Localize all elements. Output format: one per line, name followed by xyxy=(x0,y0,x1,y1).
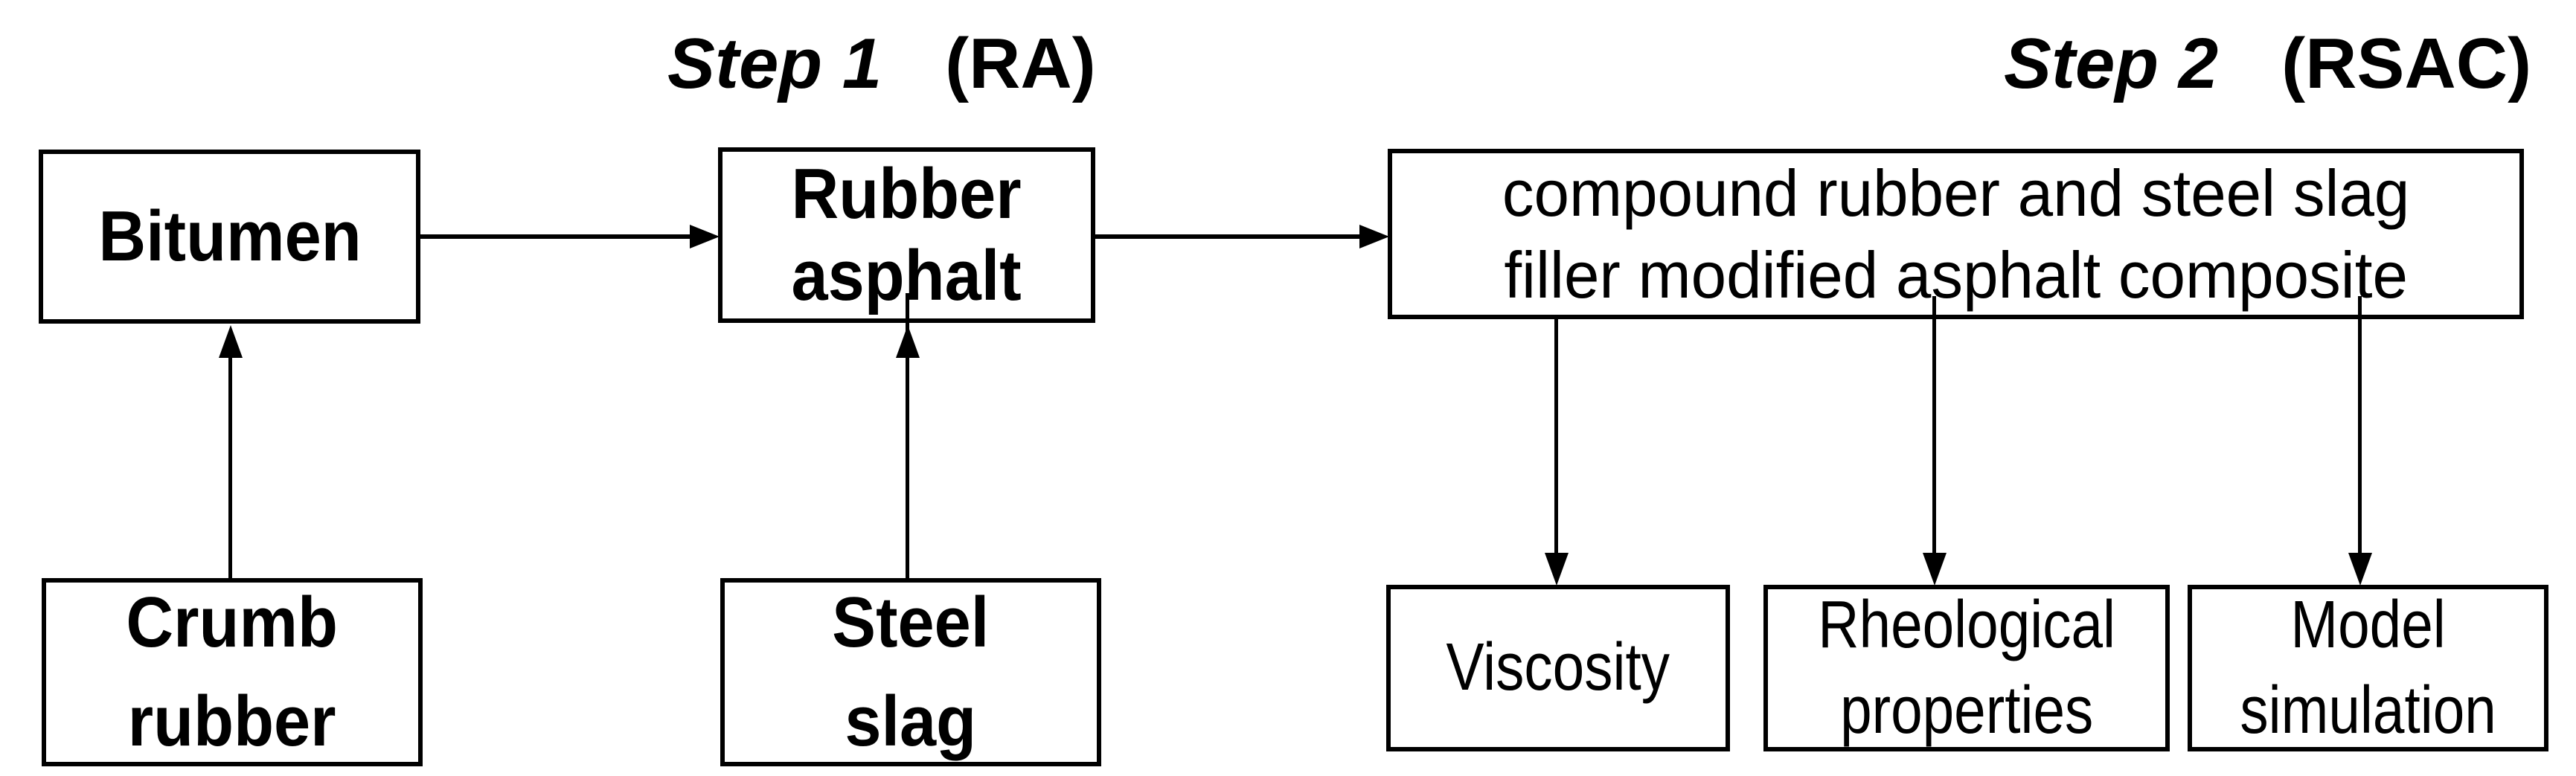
arrow-line xyxy=(1932,296,1936,560)
model-simulation-line2: simulation xyxy=(2240,673,2496,748)
compound-composite-box: compound rubber and steel slag filler mo… xyxy=(1388,149,2524,319)
arrowhead-right-icon xyxy=(690,225,720,248)
compound-composite-label: compound rubber and steel slag filler mo… xyxy=(1502,153,2410,315)
arrow-line xyxy=(2358,296,2362,560)
step2-title: Step 2 (RSAC) xyxy=(2004,21,2531,106)
steel-slag-line1: Steel xyxy=(832,583,990,663)
arrowhead-up-icon xyxy=(219,325,243,358)
arrowhead-down-icon xyxy=(2348,553,2372,586)
step1-title: Step 1 (RA) xyxy=(667,21,1096,106)
compound-composite-line1: compound rubber and steel slag xyxy=(1502,156,2410,231)
rubber-asphalt-label: Rubber asphalt xyxy=(792,153,1022,318)
rheological-properties-line1: Rheological xyxy=(1818,587,2115,662)
arrowhead-right-icon xyxy=(1359,225,1389,248)
crumb-rubber-line1: Crumb xyxy=(126,583,339,663)
crumb-rubber-line2: rubber xyxy=(128,681,336,761)
step1-label: Step 1 xyxy=(667,24,882,103)
rheological-properties-box: Rheological properties xyxy=(1763,585,2170,751)
crumb-rubber-box: Crumb rubber xyxy=(42,578,423,766)
arrow-line xyxy=(1095,234,1362,239)
steel-slag-box: Steel slag xyxy=(720,578,1101,766)
rheological-properties-label: Rheological properties xyxy=(1818,583,2115,754)
bitumen-box: Bitumen xyxy=(39,150,420,324)
arrow-line xyxy=(420,234,692,239)
viscosity-box: Viscosity xyxy=(1386,585,1730,751)
rheological-properties-line2: properties xyxy=(1839,673,2094,748)
model-simulation-label: Model simulation xyxy=(2240,583,2496,754)
steel-slag-line2: slag xyxy=(845,681,977,761)
arrow-line xyxy=(906,293,909,578)
bitumen-label: Bitumen xyxy=(97,196,362,276)
compound-composite-line2: filler modified asphalt composite xyxy=(1504,237,2408,312)
step2-abbreviation: (RSAC) xyxy=(2281,24,2532,103)
arrowhead-up-icon xyxy=(896,325,920,358)
model-simulation-box: Model simulation xyxy=(2188,585,2548,751)
arrowhead-down-icon xyxy=(1923,553,1947,586)
step1-abbreviation: (RA) xyxy=(945,24,1096,103)
steel-slag-label: Steel slag xyxy=(832,574,989,771)
step2-label: Step 2 xyxy=(2004,24,2219,103)
arrowhead-down-icon xyxy=(1545,553,1569,586)
rubber-asphalt-line1: Rubber xyxy=(791,153,1022,234)
crumb-rubber-label: Crumb rubber xyxy=(126,574,339,771)
arrow-line xyxy=(1554,318,1558,563)
viscosity-label: Viscosity xyxy=(1446,630,1670,705)
arrow-line xyxy=(228,339,232,578)
model-simulation-line1: Model xyxy=(2290,587,2446,662)
